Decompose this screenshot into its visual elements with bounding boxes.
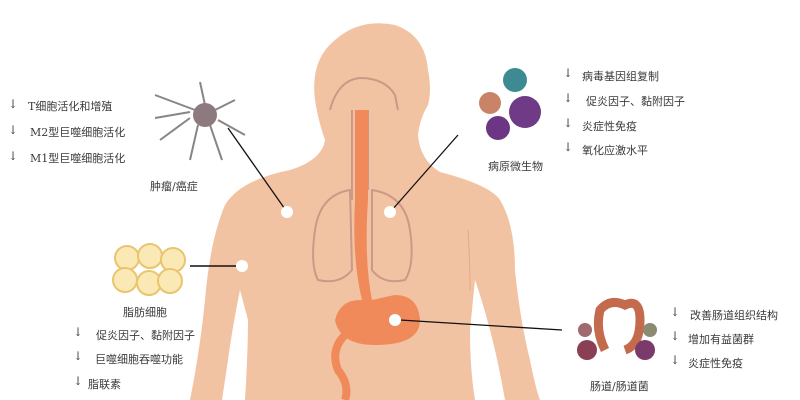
gut-effect: 炎症性免疫 bbox=[688, 357, 743, 370]
pathogen-site-dot bbox=[384, 206, 396, 218]
tumor-label: 肿瘤/癌症 bbox=[150, 180, 198, 193]
pathogen-effect: 病毒基因组复制 bbox=[582, 70, 659, 83]
arrow-down-icon: ↓ bbox=[73, 349, 84, 363]
pathogen-effect: 氧化应激水平 bbox=[582, 144, 648, 157]
intestine bbox=[331, 332, 351, 400]
adipocyte-icon bbox=[112, 243, 186, 296]
pathogen-effect: 促炎因子、黏附因子 bbox=[586, 95, 685, 108]
arrow-down-icon: ↓ bbox=[563, 91, 574, 105]
adipocyte-site-dot bbox=[236, 260, 248, 272]
adipocyte-label: 脂肪细胞 bbox=[123, 306, 167, 319]
stomach bbox=[335, 295, 420, 345]
gut-connector bbox=[399, 319, 563, 331]
arrow-down-icon: ↓ bbox=[670, 353, 681, 367]
pathogen-label: 病原微生物 bbox=[488, 160, 543, 173]
arrow-down-icon: ↓ bbox=[73, 325, 84, 339]
adipocyte-effect: 促炎因子、黏附因子 bbox=[96, 329, 195, 342]
pathogen-effect: 炎症性免疫 bbox=[582, 120, 637, 133]
tumor-effect: M2型巨噬细胞活化 bbox=[30, 126, 126, 139]
tumor-cell-icon bbox=[154, 81, 246, 161]
arrow-down-icon: ↓ bbox=[563, 140, 574, 154]
tumor-connector bbox=[227, 127, 288, 213]
gut-site-dot bbox=[389, 314, 401, 326]
tumor-effect: T细胞活化和增殖 bbox=[28, 100, 113, 113]
gut-label: 肠道/肠道菌 bbox=[590, 380, 649, 393]
arrow-down-icon: ↓ bbox=[670, 305, 681, 319]
intestine-icon bbox=[577, 297, 657, 360]
left-lung bbox=[312, 188, 354, 283]
tumor-effect: M1型巨噬细胞活化 bbox=[30, 152, 126, 165]
arrow-down-icon: ↓ bbox=[8, 149, 19, 163]
right-lung bbox=[371, 188, 413, 283]
tumor-site-dot bbox=[281, 206, 293, 218]
arrow-down-icon: ↓ bbox=[8, 97, 19, 111]
esophagus bbox=[354, 110, 372, 300]
gut-effect: 增加有益菌群 bbox=[688, 333, 754, 346]
gut-effect: 改善肠道组织结构 bbox=[690, 309, 778, 322]
adipocyte-effect: 脂联素 bbox=[88, 378, 121, 391]
pathogen-icon bbox=[479, 68, 541, 140]
pathogen-connector bbox=[391, 134, 459, 211]
adipocyte-effect: 巨噬细胞吞噬功能 bbox=[95, 353, 183, 366]
arrow-down-icon: ↓ bbox=[8, 123, 19, 137]
arrow-down-icon: ↓ bbox=[73, 374, 84, 388]
arrow-down-icon: ↓ bbox=[563, 116, 574, 130]
arrow-down-icon: ↓ bbox=[670, 329, 681, 343]
arrow-down-icon: ↓ bbox=[563, 66, 574, 80]
